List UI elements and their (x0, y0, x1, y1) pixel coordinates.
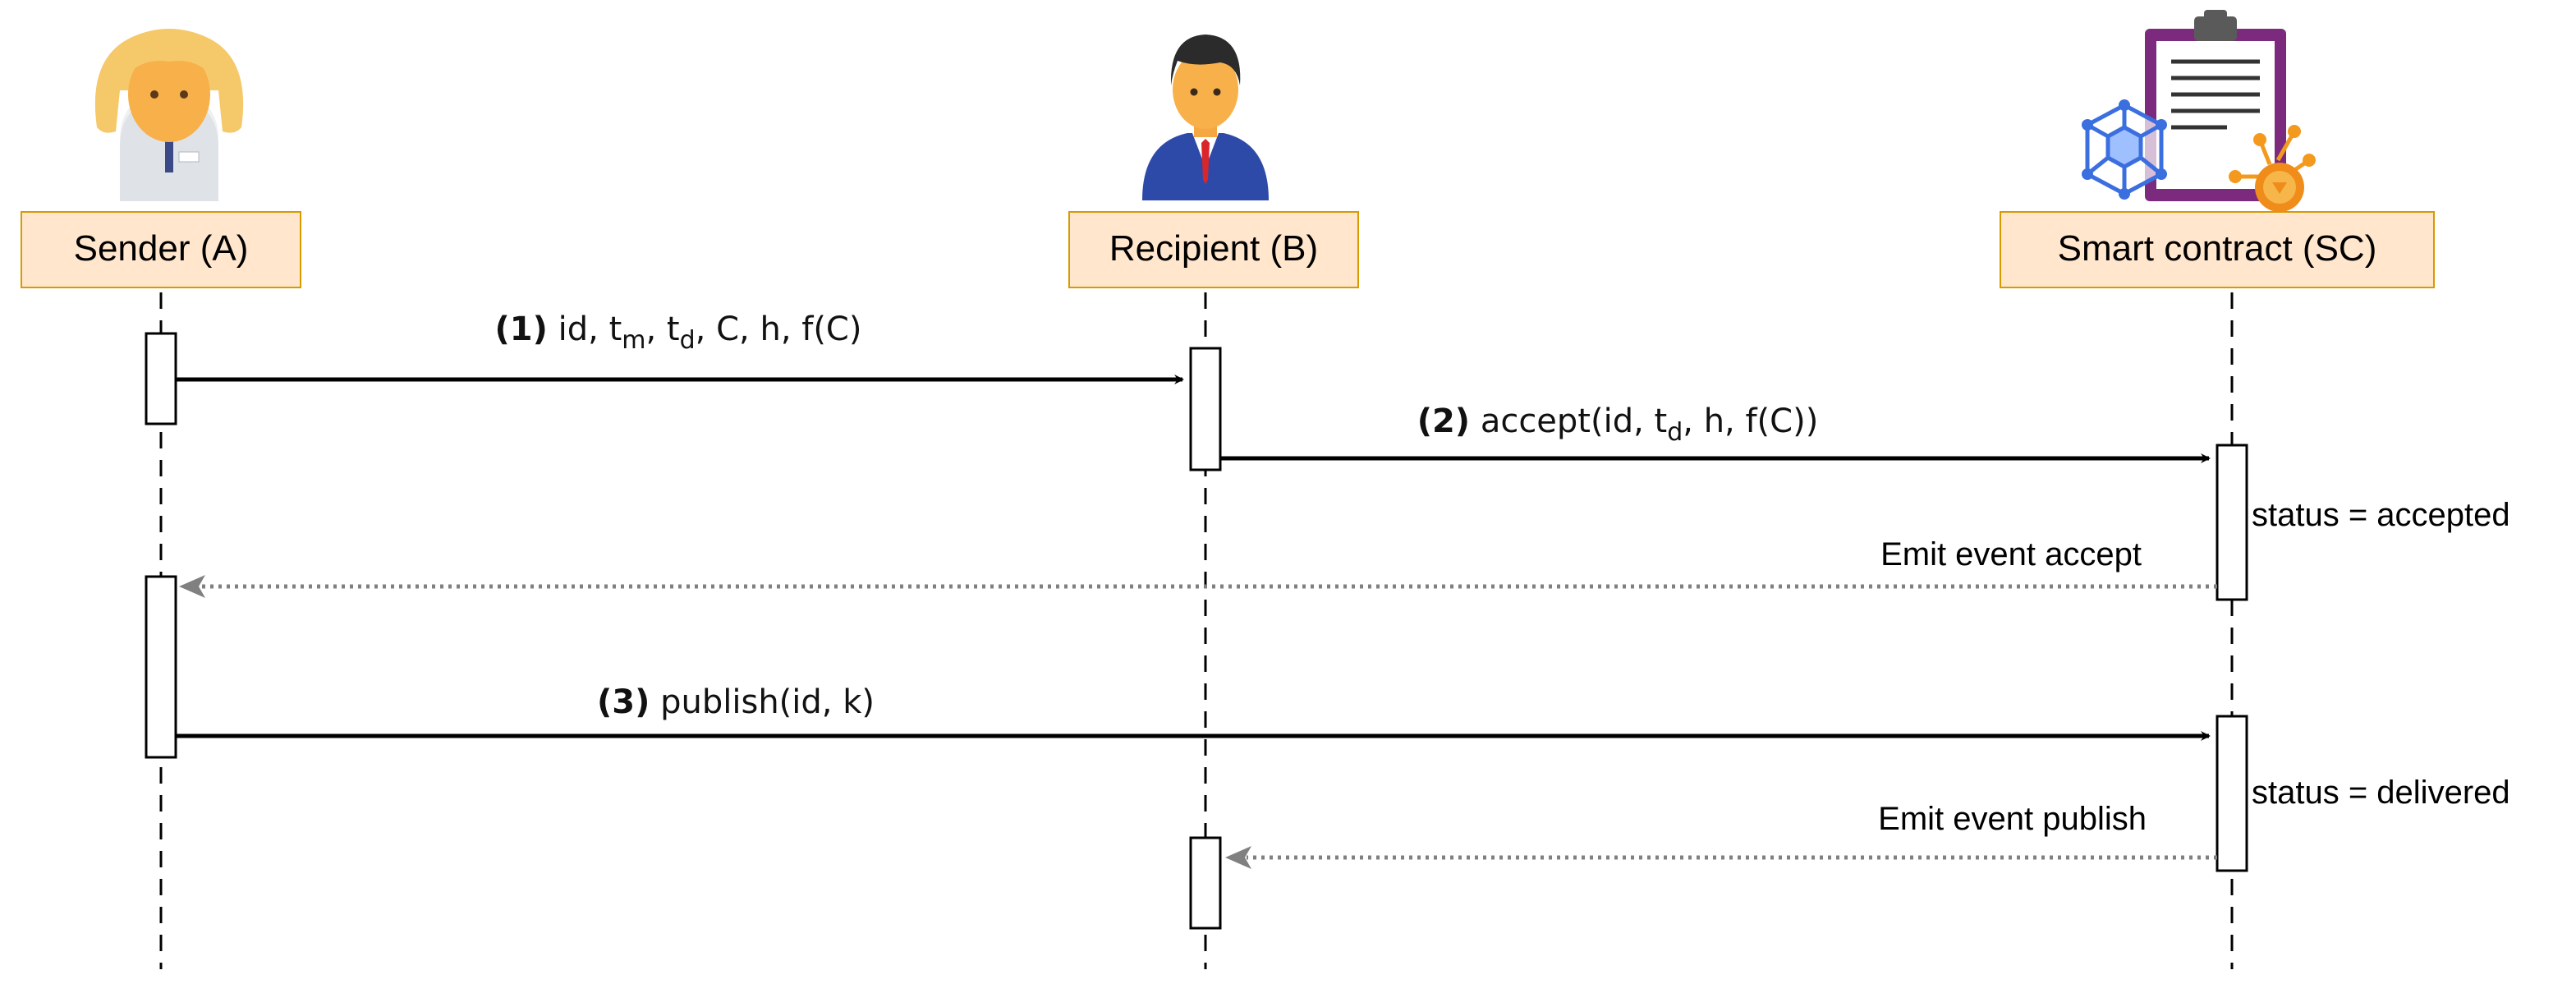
return-arrowhead-2 (1225, 846, 1251, 869)
message-text: , t (646, 310, 680, 348)
return-arrowhead-1 (179, 575, 205, 598)
return-label-1: Emit event accept (1880, 536, 2142, 572)
participant-sender: Sender (A) (21, 211, 301, 288)
participant-label: Sender (A) (74, 228, 249, 269)
status-note-2: status = delivered (2252, 775, 2510, 811)
message-text: , h, f(C)) (1683, 402, 1818, 440)
return-label-2: Emit event publish (1878, 801, 2147, 837)
smart-contract-icon (2082, 10, 2316, 212)
participant-label: Recipient (B) (1109, 228, 1318, 269)
activation-bar (145, 332, 177, 425)
male-user-icon (1142, 34, 1269, 200)
activation-bar (1189, 836, 1222, 930)
status-note-1: status = accepted (2252, 497, 2510, 533)
activation-bar (2216, 444, 2248, 601)
female-user-icon (94, 29, 244, 201)
message-subscript: m (622, 326, 645, 355)
message-text: id, t (558, 310, 622, 348)
message-number: (1) (495, 310, 548, 348)
activation-bar (145, 575, 177, 759)
message-text: publish(id, k) (660, 683, 875, 721)
message-text: accept(id, t (1481, 402, 1667, 440)
activation-bar (1189, 347, 1222, 471)
message-label-3: (3) publish(id, k) (597, 683, 875, 721)
participant-label: Smart contract (SC) (2058, 228, 2377, 269)
message-label-1: (1) id, tm, td, C, h, f(C) (495, 310, 862, 355)
message-number: (3) (597, 683, 650, 721)
message-subscript: d (680, 326, 696, 355)
message-text: , C, h, f(C) (696, 310, 862, 348)
activation-bar (2216, 715, 2248, 872)
participant-recipient: Recipient (B) (1068, 211, 1359, 288)
message-label-2: (2) accept(id, td, h, f(C)) (1417, 402, 1819, 447)
message-number: (2) (1417, 402, 1470, 440)
participant-smart-contract: Smart contract (SC) (2000, 211, 2435, 288)
message-subscript: d (1667, 418, 1683, 447)
